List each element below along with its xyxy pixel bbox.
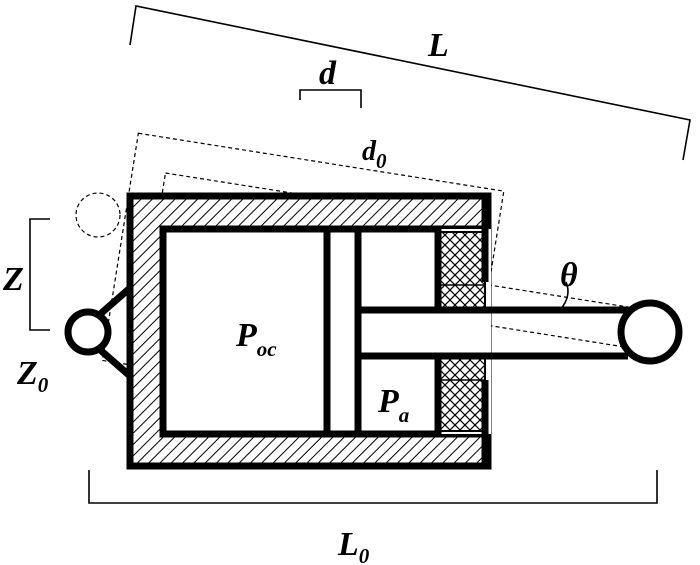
label-Poc: Poc	[235, 317, 277, 361]
rod-gland-seals	[434, 196, 489, 466]
dimension-d-bracket	[299, 89, 362, 108]
label-Pa: Pa	[377, 383, 409, 427]
label-d: d	[319, 55, 337, 92]
label-d0: d0	[362, 136, 387, 173]
label-Z: Z	[2, 261, 24, 298]
piston	[323, 229, 362, 434]
label-L: L	[427, 27, 449, 64]
dimension-Z-bracket	[29, 218, 50, 331]
theta-arc	[559, 281, 569, 311]
dimension-L0-bracket	[88, 470, 658, 504]
label-theta: θ	[560, 257, 578, 294]
left-mount-eye	[64, 285, 133, 379]
label-Z0: Z0	[16, 355, 49, 397]
label-L0: L0	[337, 526, 370, 565]
dimension-L-bracket	[129, 5, 691, 161]
piston-rod	[358, 299, 683, 365]
